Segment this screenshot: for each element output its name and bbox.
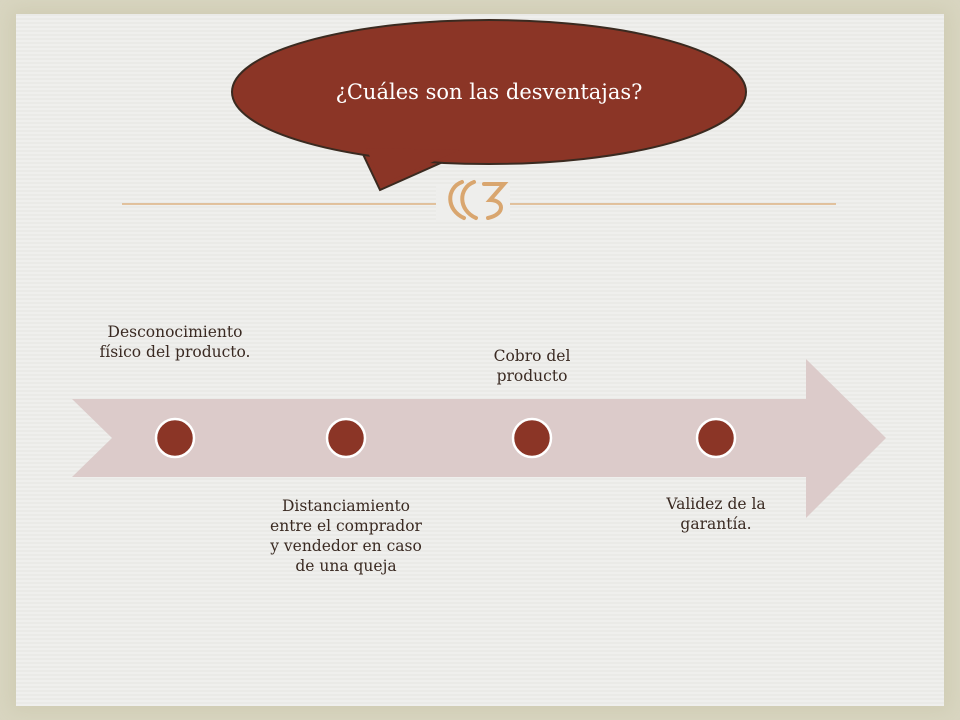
- timeline-node-2: [325, 417, 367, 459]
- timeline-node-3: [511, 417, 553, 459]
- timeline-node-4: [695, 417, 737, 459]
- timeline-arrow: [72, 359, 886, 518]
- timeline-node-1: [154, 417, 196, 459]
- speech-bubble: [231, 19, 747, 192]
- bubble-title: ¿Cuáles son las desventajas?: [335, 80, 643, 104]
- node-label-2: Distanciamiento entre el comprador y ven…: [270, 497, 422, 575]
- bracket-ornament-icon: [436, 180, 510, 222]
- node-label-3: Cobro del producto: [493, 347, 571, 385]
- node-label-4: Validez de la garantía.: [666, 495, 766, 533]
- node-label-1: Desconocimiento físico del producto.: [99, 323, 251, 361]
